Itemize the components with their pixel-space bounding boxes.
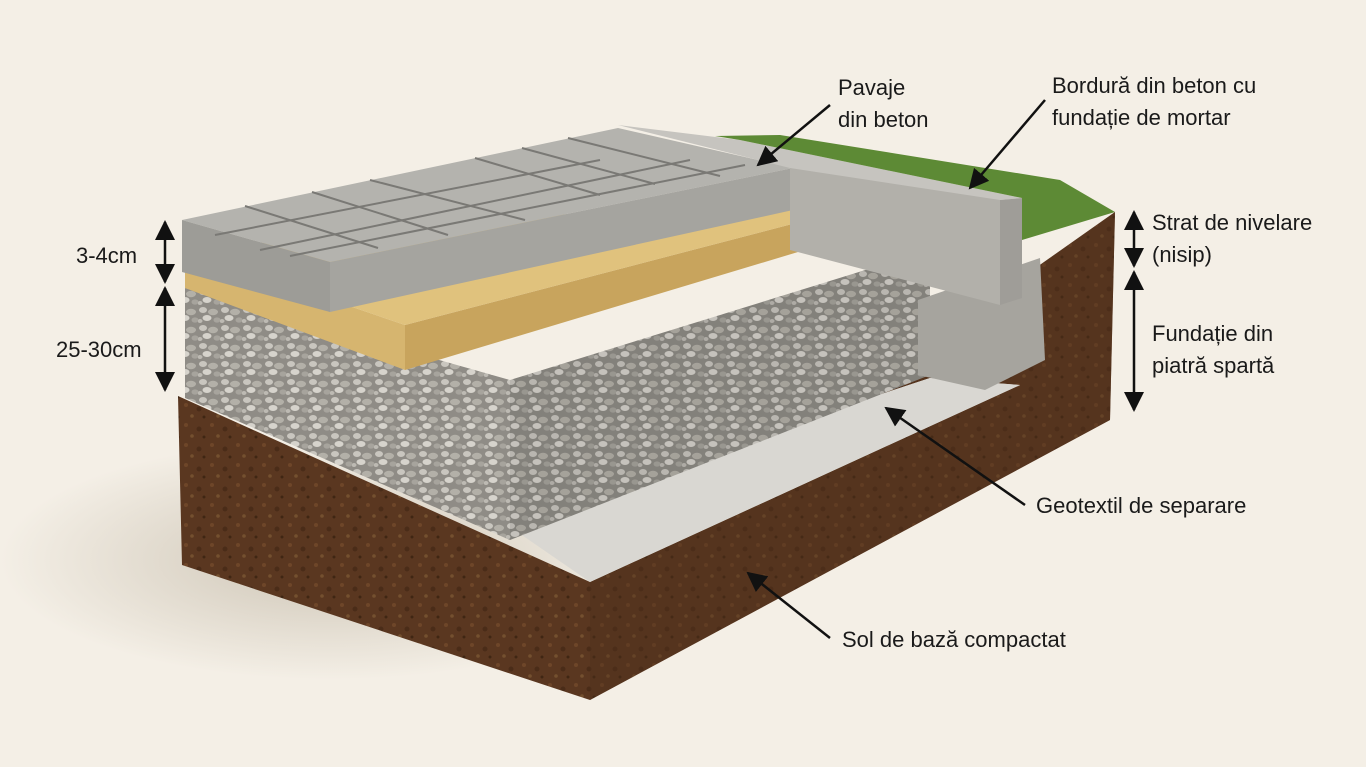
label-geotextile: Geotextil de separare	[1036, 493, 1247, 518]
label-gravel-base: Fundație din piatră spartă	[1152, 321, 1275, 378]
geotextile-band	[500, 378, 1020, 582]
curb-top	[618, 125, 1022, 208]
label-subgrade: Sol de bază compactat	[842, 627, 1066, 652]
gravel-right-shade	[510, 250, 930, 540]
label-bedding-layer: Strat de nivelare (nisip)	[1152, 210, 1313, 267]
label-curb: Bordură din beton cu fundație de mortar	[1052, 73, 1257, 130]
pointer-arrows	[746, 99, 1046, 639]
curb-front-face	[790, 168, 1000, 305]
gravel-front-face	[185, 288, 510, 540]
pavers-front-face	[182, 220, 330, 312]
dimension-bedding-thickness: 3-4cm	[76, 243, 138, 268]
curb-end-face	[1000, 198, 1022, 305]
dimension-base-thickness: 25-30cm	[56, 337, 142, 362]
soil-front-face	[178, 396, 590, 700]
dimension-arrows	[155, 210, 1144, 412]
sand-right-face	[405, 212, 838, 370]
label-pavers: Pavaje din beton	[838, 75, 929, 132]
pavers-top	[182, 128, 793, 262]
gravel-right-face	[510, 250, 930, 540]
grass-strip	[715, 135, 1115, 240]
pavers-right-face	[330, 168, 793, 312]
paver-joints	[214, 137, 746, 257]
